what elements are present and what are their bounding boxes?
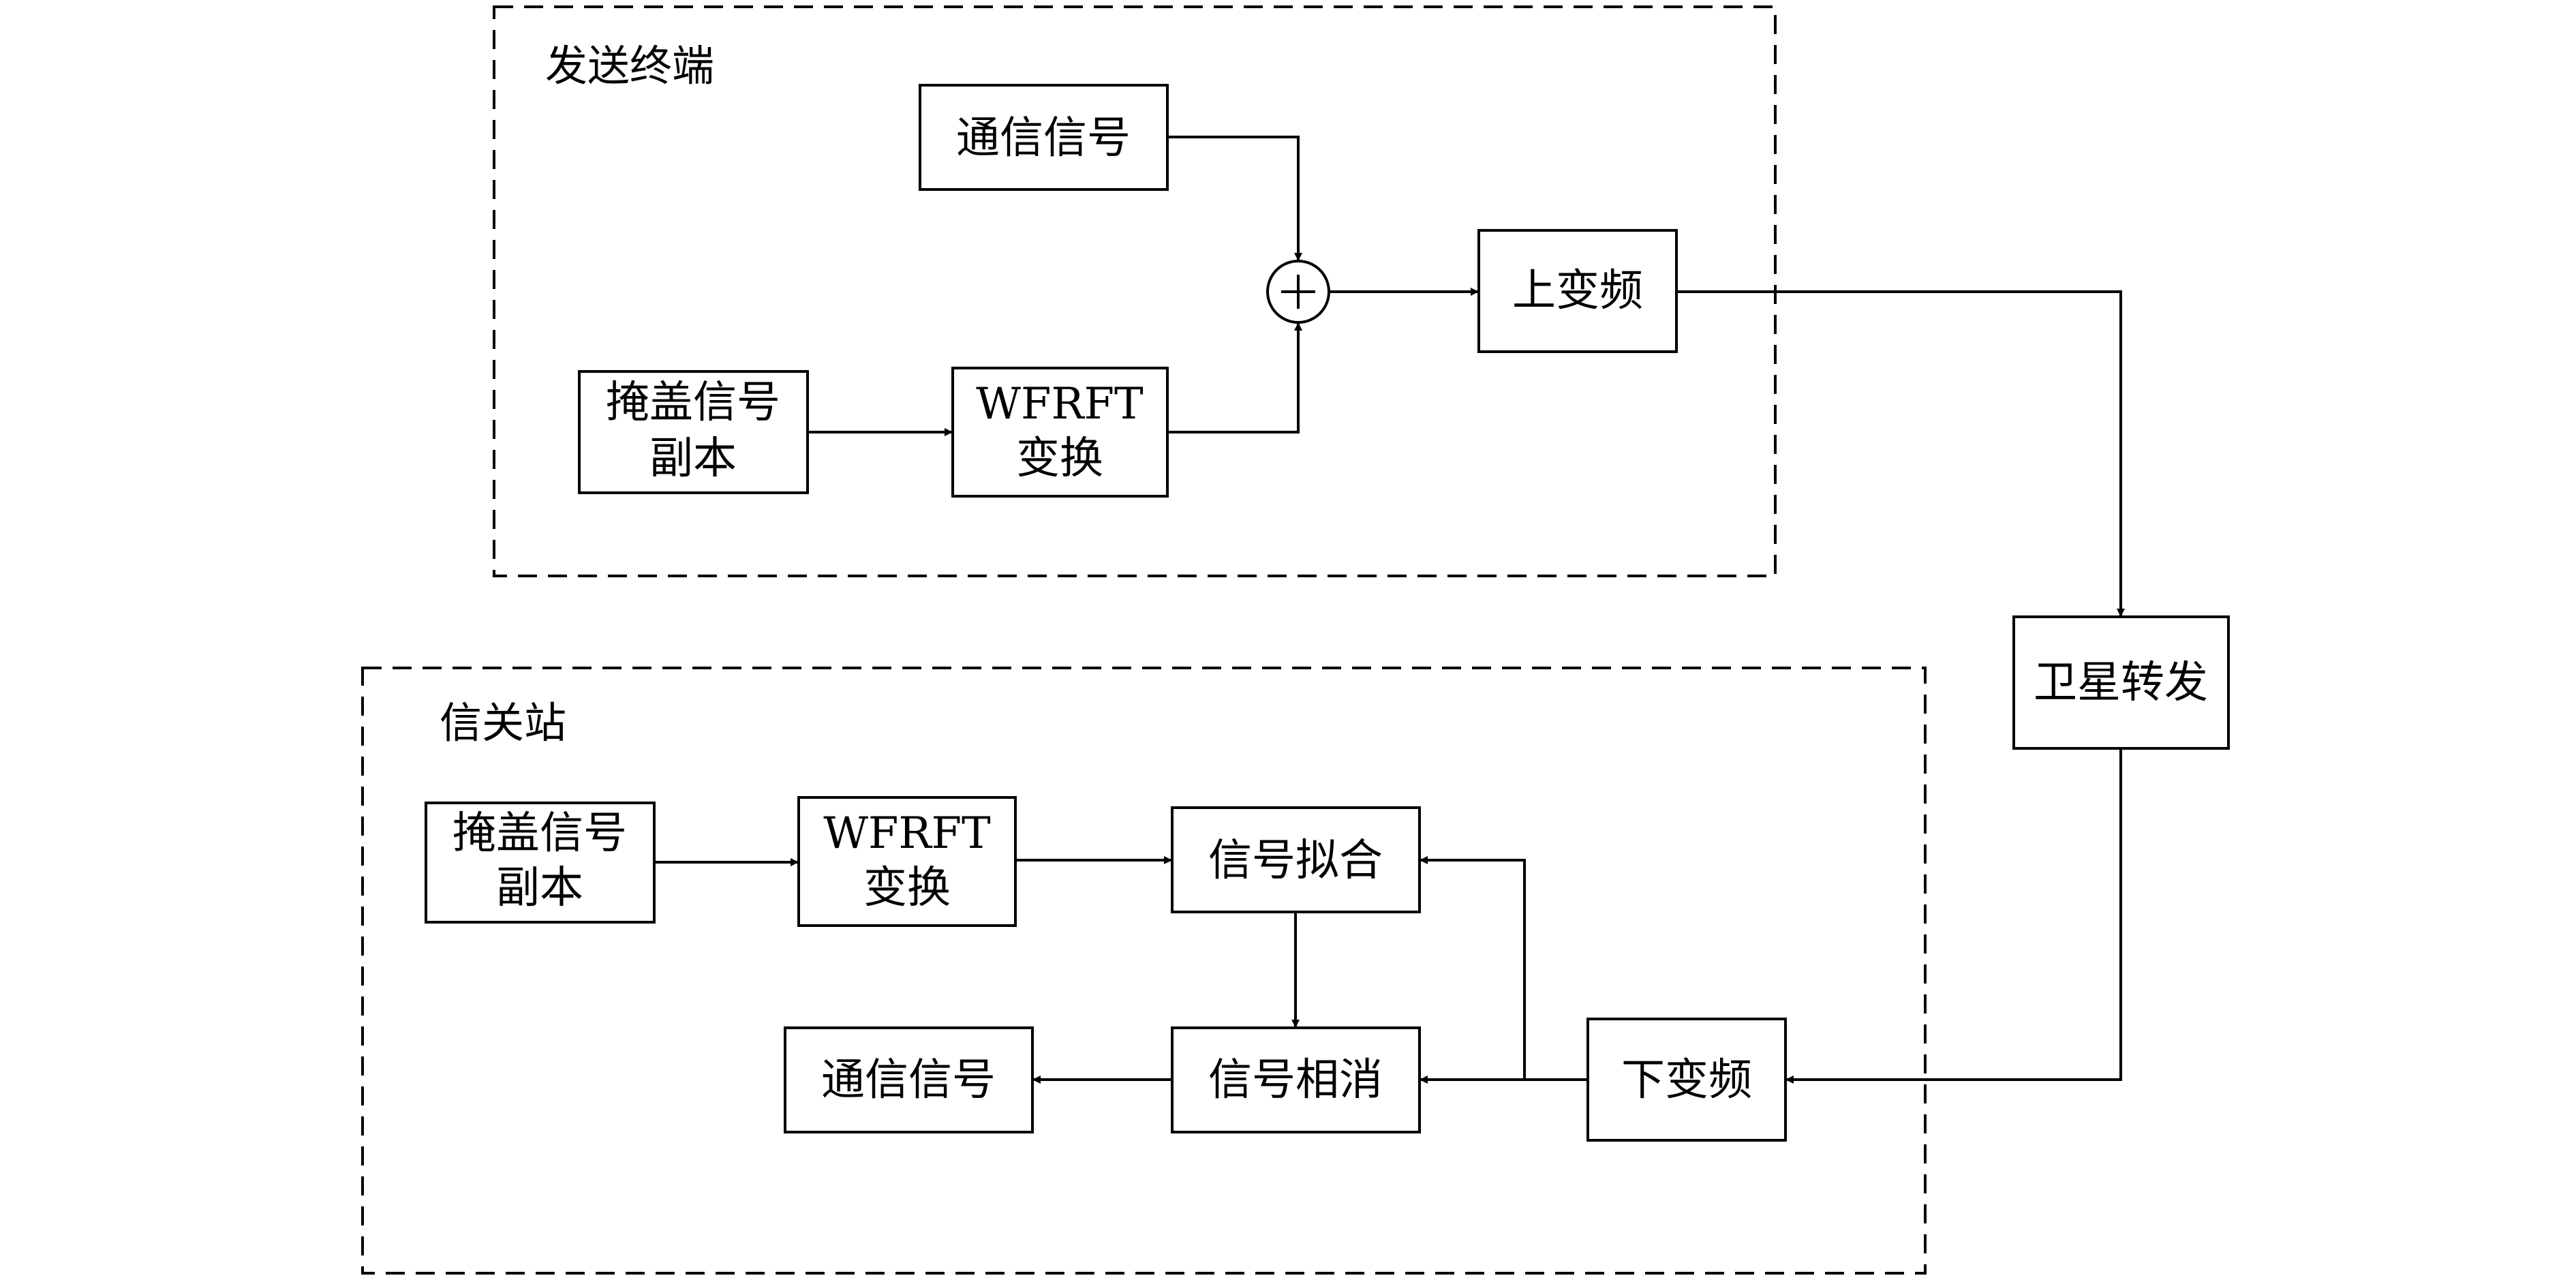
signal-fit-block: 信号拟合 [1171, 806, 1421, 913]
tx-cover-replica-line2: 副本 [649, 433, 737, 484]
tx-cover-replica-line1: 掩盖信号 [606, 378, 780, 428]
rx-cover-replica-line2: 副本 [496, 863, 583, 913]
signal-fit-label: 信号拟合 [1208, 836, 1383, 886]
adder [1266, 260, 1330, 324]
gateway-frame [361, 667, 1927, 1275]
rx-comm-signal-label: 通信信号 [821, 1055, 996, 1106]
downconvert-block: 下变频 [1586, 1018, 1787, 1142]
downconvert-label: 下变频 [1621, 1055, 1752, 1106]
arrow-wfrft-to-adder [1167, 322, 1302, 433]
tx-wfrft-block: WFRFT 变换 [951, 367, 1169, 498]
tx-wfrft-line1: WFRFT [976, 379, 1144, 429]
gateway-title: 信关站 [440, 698, 566, 748]
arrow-comm-to-adder [1167, 136, 1302, 261]
rx-wfrft-block: WFRFT 变换 [797, 796, 1017, 927]
tx-wfrft-line2: 变换 [1016, 433, 1103, 484]
signal-cancel-label: 信号相消 [1208, 1055, 1383, 1106]
signal-cancel-block: 信号相消 [1171, 1026, 1421, 1133]
rx-wfrft-line2: 变换 [863, 863, 951, 913]
arrow-satellite-to-downconvert [1785, 748, 2122, 1084]
satellite-label: 卫星转发 [2034, 658, 2208, 708]
rx-wfrft-line1: WFRFT [823, 808, 991, 859]
upconvert-block: 上变频 [1477, 229, 1678, 353]
satellite-block: 卫星转发 [2012, 615, 2230, 750]
arrow-branch-to-fit [1420, 856, 1526, 1080]
rx-cover-replica-block: 掩盖信号 副本 [425, 802, 656, 924]
tx-comm-signal-block: 通信信号 [919, 84, 1169, 191]
arrow-upconvert-to-satellite [1676, 290, 2125, 617]
rx-comm-signal-block: 通信信号 [784, 1026, 1034, 1133]
transmitter-title: 发送终端 [545, 41, 714, 91]
tx-cover-replica-block: 掩盖信号 副本 [578, 370, 809, 494]
rx-cover-replica-line1: 掩盖信号 [453, 808, 627, 859]
tx-comm-signal-label: 通信信号 [956, 113, 1131, 164]
upconvert-label: 上变频 [1512, 266, 1643, 316]
